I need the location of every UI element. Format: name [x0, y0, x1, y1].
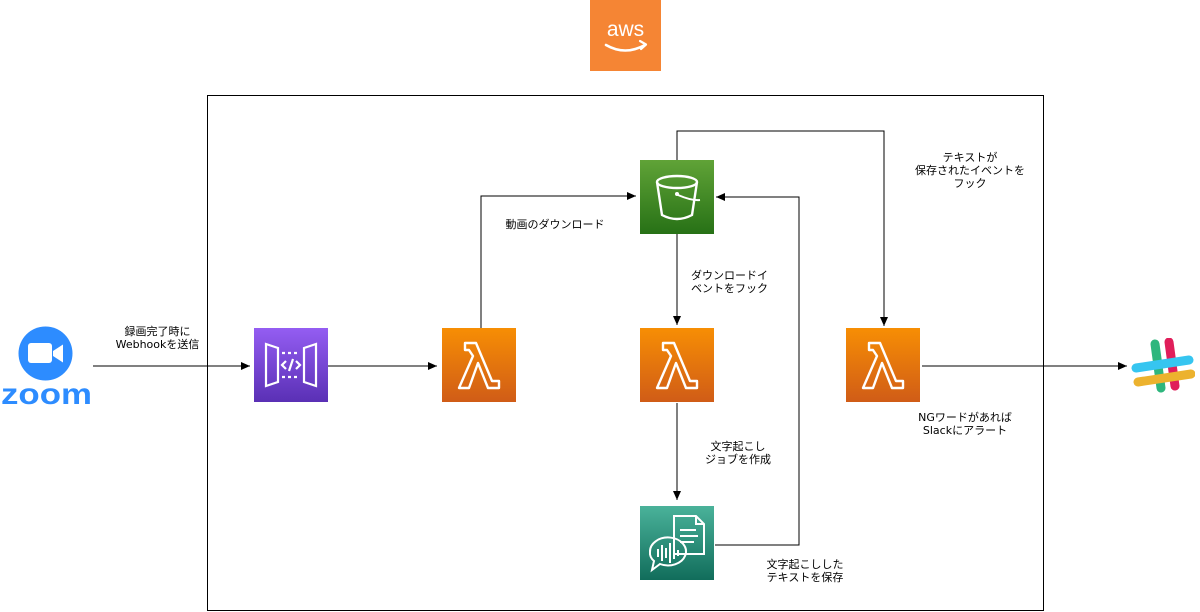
- label-zoom-webhook: 録画完了時に Webhookを送信: [115, 325, 200, 351]
- s3-bucket-node: [640, 160, 714, 234]
- lambda-ng-check-node: [846, 328, 920, 402]
- arrow-lambda1-to-s3: [480, 192, 636, 328]
- label-text-event-hook: テキストが 保存されたイベントを フック: [915, 151, 1025, 190]
- slack-icon: [1131, 337, 1196, 393]
- lambda-icon: [846, 328, 920, 402]
- arrow-transcribe-to-s3: [715, 193, 800, 546]
- label-ng-alert: NGワードがあれば Slackにアラート: [918, 411, 1012, 437]
- aws-title: aws: [607, 18, 644, 41]
- slack-logo: [1131, 337, 1196, 394]
- label-saved-text: 文字起こしした テキストを保存: [766, 558, 844, 584]
- transcribe-node: [640, 506, 714, 580]
- zoom-wordmark-text: zoom: [1, 378, 92, 408]
- lambda-transcribe-trigger-node: [640, 328, 714, 402]
- lambda-download-node: [442, 328, 516, 402]
- zoom-logo: [18, 326, 73, 381]
- label-transcribe-job: 文字起こし ジョブを作成: [705, 440, 771, 466]
- aws-logo: aws: [590, 0, 661, 71]
- label-download: 動画のダウンロード: [505, 218, 605, 231]
- aws-cloud-boundary: [207, 95, 1044, 611]
- s3-bucket-icon: [640, 160, 714, 234]
- label-download-hook: ダウンロードイ ベントをフック: [691, 269, 768, 295]
- aws-icon: aws: [604, 18, 648, 52]
- api-gateway-icon: [254, 328, 328, 402]
- zoom-wordmark: zoom: [1, 378, 92, 408]
- zoom-icon: [18, 326, 73, 381]
- arrow-s3-to-lambda3: [676, 130, 888, 326]
- transcribe-icon: [640, 506, 714, 580]
- lambda-icon: [640, 328, 714, 402]
- api-gateway-node: [254, 328, 328, 402]
- lambda-icon: [442, 328, 516, 402]
